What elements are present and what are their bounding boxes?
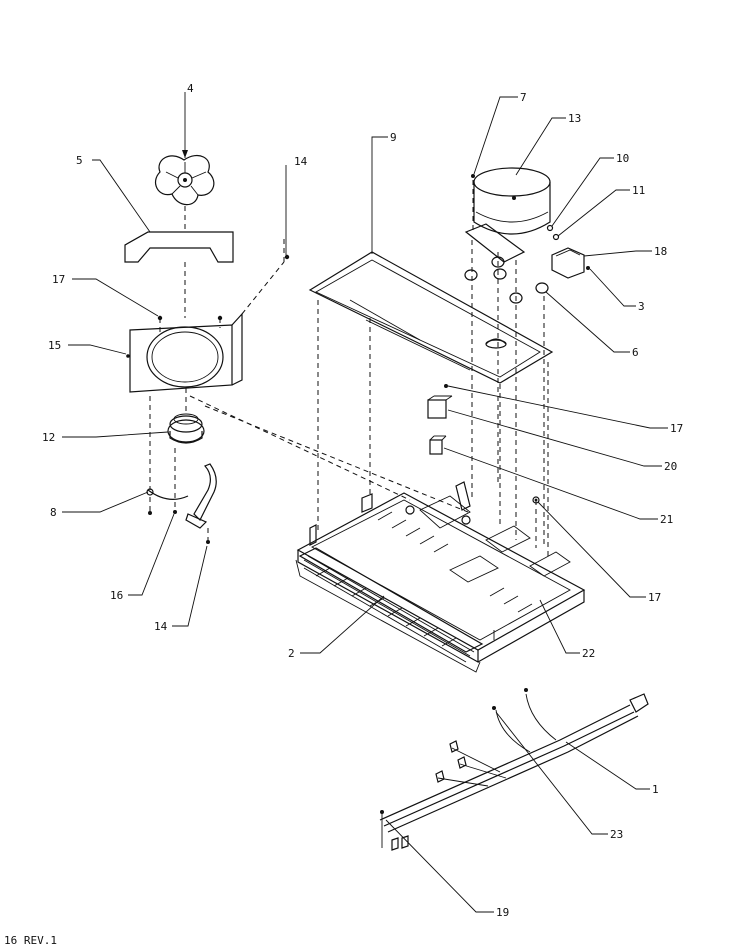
callout-21: 21	[660, 513, 673, 526]
screw	[284, 254, 290, 260]
callout-10: 10	[616, 152, 629, 165]
callout-2: 2	[288, 647, 295, 660]
callout-17-base: 17	[648, 591, 661, 604]
callout-22: 22	[582, 647, 595, 660]
callout-9: 9	[390, 131, 397, 144]
callout-23: 23	[610, 828, 623, 841]
callout-4: 4	[187, 82, 194, 95]
callout-19: 19	[496, 906, 509, 919]
callout-16: 16	[110, 589, 123, 602]
callout-11: 11	[632, 184, 645, 197]
callout-15: 15	[48, 339, 61, 352]
fan-blade	[155, 155, 215, 232]
machine-compartment-cover	[308, 251, 554, 556]
leader-lines	[62, 92, 668, 913]
callout-17: 17	[52, 273, 65, 286]
callout-5: 5	[76, 154, 83, 167]
callout-12: 12	[42, 431, 55, 444]
motor-clamp	[146, 396, 189, 515]
condenser-coil	[298, 511, 533, 663]
fan-motor	[167, 388, 205, 444]
motor-bracket	[185, 463, 217, 544]
thermal-cutout	[429, 435, 447, 455]
callout-20: 20	[664, 460, 677, 473]
callout-1: 1	[652, 783, 659, 796]
grommets	[464, 256, 549, 304]
callout-17-relay: 17	[670, 422, 683, 435]
callout-3: 3	[638, 300, 645, 313]
wire-harness	[379, 688, 649, 851]
revision-footer: 16 REV.1	[4, 934, 57, 947]
callout-14: 14	[294, 155, 308, 168]
fan-shroud-cover	[124, 231, 234, 318]
fan-bracket	[126, 238, 285, 393]
callout-6: 6	[632, 346, 639, 359]
callout-7: 7	[520, 91, 527, 104]
condenser-base	[295, 481, 586, 673]
callout-8: 8	[50, 506, 57, 519]
callout-14-lower: 14	[154, 620, 168, 633]
callout-labels: 4 5 14 17 15 12 8 16 14 9 7 13 10 11 18 …	[42, 82, 683, 919]
callout-18: 18	[654, 245, 667, 258]
callout-13: 13	[568, 112, 581, 125]
relay-overload	[543, 224, 590, 546]
capacitor	[427, 384, 453, 419]
assembly-lines	[189, 395, 469, 513]
